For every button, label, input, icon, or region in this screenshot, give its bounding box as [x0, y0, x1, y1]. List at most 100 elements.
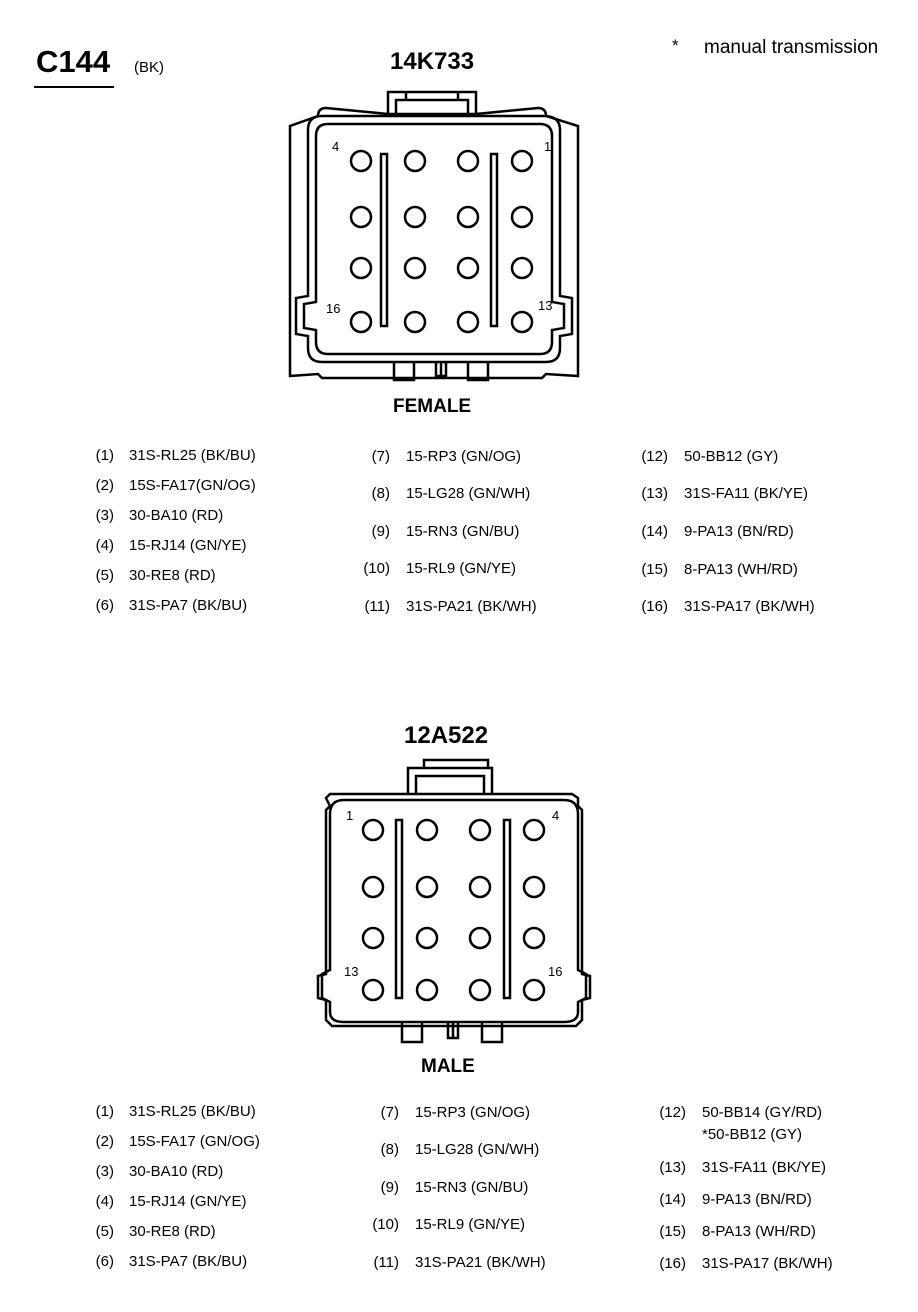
pin-row: (11)31S-PA21 (BK/WH)	[346, 598, 536, 615]
pin-number: (13)	[641, 485, 668, 502]
pin-row: (15) 8-PA13 (WH/RD)	[642, 1223, 816, 1240]
pin-row: (16) 31S-PA17 (BK/WH)	[624, 598, 814, 615]
male-connector-drawing: 1 4 13 16	[316, 758, 592, 1044]
pin-wire: 30-RE8 (RD)	[129, 567, 216, 584]
male-pin-grid	[361, 818, 546, 1002]
pin-6	[415, 875, 439, 899]
pin-wire: 31S-RL25 (BK/BU)	[129, 447, 256, 464]
pin-wire: 31S-RL25 (BK/BU)	[129, 1103, 256, 1120]
pin-1	[361, 818, 385, 842]
pin-8	[522, 875, 546, 899]
pin-10	[415, 926, 439, 950]
pin-number: (1)	[95, 1103, 114, 1120]
pin-row: (5) 30-RE8 (RD)	[70, 567, 216, 584]
pin-row: (7)15-RP3 (GN/OG)	[355, 1104, 530, 1121]
pin-row: (13) 31S-FA11 (BK/YE)	[624, 485, 808, 502]
pin-row: (10) 15-RL9 (GN/YE)	[346, 560, 516, 577]
pin-number: (16)	[659, 1255, 686, 1272]
pin-3	[468, 818, 492, 842]
pin-12	[349, 256, 373, 280]
corner-label: 1	[346, 808, 353, 823]
pin-9	[361, 926, 385, 950]
pin-wire: 31S-PA21 (BK/WH)	[406, 598, 537, 615]
pin-wire: 15-RP3 (GN/OG)	[406, 448, 522, 465]
pin-row: (14)9-PA13 (BN/RD)	[642, 1191, 811, 1208]
pin-number: (10)	[363, 560, 390, 577]
pin-wire: 15-RN3 (GN/BU)	[406, 523, 520, 540]
pin-number: (10)	[372, 1216, 399, 1233]
pin-wire: 8-PA13 (WH/RD)	[684, 561, 798, 578]
pin-number: (12)	[641, 448, 668, 465]
pin-wire: 15-RP3 (GN/OG)	[415, 1104, 531, 1121]
pin-row: (13) 31S-FA11 (BK/YE)	[642, 1159, 826, 1176]
pin-row: (12)50-BB14 (GY/RD)*50-BB12 (GY)	[642, 1104, 822, 1143]
pin-wire: 31S-PA17 (BK/WH)	[702, 1255, 833, 1272]
pin-number: (13)	[659, 1159, 686, 1176]
corner-label: 13	[344, 964, 358, 979]
pin-number: (6)	[95, 597, 114, 614]
pin-number: (3)	[95, 1163, 114, 1180]
pin-5	[361, 875, 385, 899]
pin-number: (9)	[380, 1179, 399, 1196]
pin-2	[456, 149, 480, 173]
pin-wire: 31S-PA7 (BK/BU)	[129, 597, 248, 614]
female-housing	[288, 90, 580, 380]
pin-wire: 31S-PA7 (BK/BU)	[129, 1253, 248, 1270]
pin-wire: 15-RN3 (GN/BU)	[415, 1179, 529, 1196]
female-label: FEMALE	[393, 396, 472, 417]
pin-wire: 50-BB14 (GY/RD)	[702, 1104, 823, 1121]
corner-label: 13	[538, 298, 552, 313]
pin-number: (2)	[95, 477, 114, 494]
pin-number: (14)	[641, 523, 668, 540]
pin-number: (8)	[380, 1141, 399, 1158]
pin-wire: 8-PA13 (WH/RD)	[702, 1223, 816, 1240]
pin-row: (1) 31S-RL25 (BK/BU)	[70, 1103, 256, 1120]
pin-7	[468, 875, 492, 899]
pin-row: (11) 31S-PA21 (BK/WH)	[355, 1254, 545, 1271]
female-key-slots	[379, 152, 499, 328]
corner-label: 16	[548, 964, 562, 979]
pin-15	[468, 978, 492, 1002]
pin-number: (11)	[373, 1254, 399, 1271]
pin-wire: 15-RL9 (GN/YE)	[415, 1216, 526, 1233]
pin-4	[349, 149, 373, 173]
pin-1	[510, 149, 534, 173]
pin-row: (2)15S-FA17 (GN/OG)	[70, 1133, 260, 1150]
pin-7	[403, 205, 427, 229]
pin-number: (15)	[641, 561, 668, 578]
pin-number: (16)	[641, 598, 668, 615]
male-key-slots	[394, 818, 512, 1000]
pin-number: (5)	[95, 567, 114, 584]
male-housing	[316, 758, 592, 1044]
pin-wire: 9-PA13 (BN/RD)	[684, 523, 794, 540]
pin-14	[415, 978, 439, 1002]
pin-3	[403, 149, 427, 173]
pin-row: (8)15-LG28 (GN/WH)	[346, 485, 531, 502]
female-pin-grid	[349, 149, 534, 334]
pin-number: (12)	[659, 1104, 686, 1121]
pin-wire: 31S-FA11 (BK/YE)	[702, 1159, 826, 1176]
pin-number: (8)	[371, 485, 390, 502]
pin-wire: 31S-PA21 (BK/WH)	[415, 1254, 546, 1271]
pin-number: (9)	[371, 523, 390, 540]
connector-color: (BK)	[134, 59, 164, 76]
pin-5	[510, 205, 534, 229]
pin-number: (7)	[371, 448, 390, 465]
pin-number: (15)	[659, 1223, 686, 1240]
pin-wire: 31S-FA11 (BK/YE)	[684, 485, 808, 502]
pin-row: (12)50-BB12 (GY)	[624, 448, 778, 465]
pin-row: (1)31S-RL25 (BK/BU)	[70, 447, 256, 464]
pin-number: (6)	[95, 1253, 114, 1270]
pin-15	[403, 310, 427, 334]
pin-row: (4)15-RJ14 (GN/YE)	[70, 1193, 247, 1210]
pin-wire: 31S-PA17 (BK/WH)	[684, 598, 815, 615]
pin-row: (6) 31S-PA7 (BK/BU)	[70, 1253, 247, 1270]
pin-number: (3)	[95, 507, 114, 524]
pin-row: (9) 15-RN3 (GN/BU)	[346, 523, 520, 540]
pin-10	[456, 256, 480, 280]
pin-14	[456, 310, 480, 334]
pin-wire: 15-LG28 (GN/WH)	[415, 1141, 540, 1158]
pin-11	[468, 926, 492, 950]
pin-wire: 15-RL9 (GN/YE)	[406, 560, 517, 577]
pin-number: (4)	[95, 1193, 114, 1210]
